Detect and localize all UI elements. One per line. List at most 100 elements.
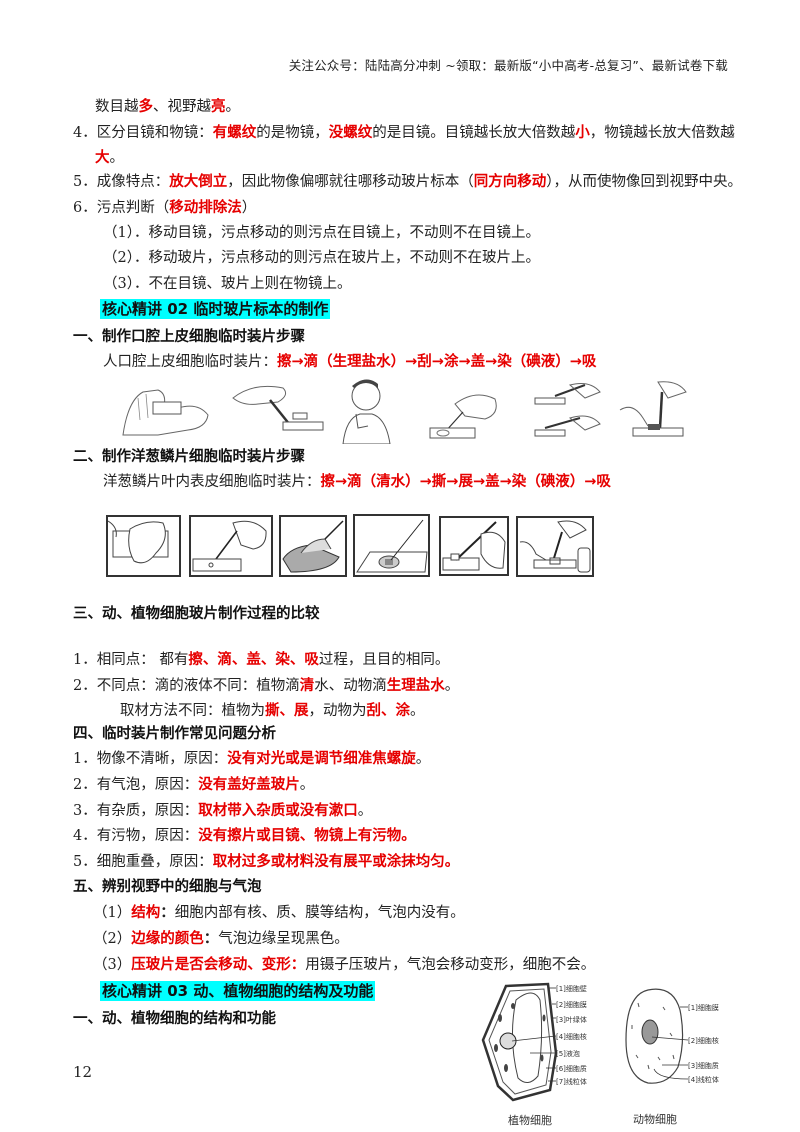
text: ） bbox=[241, 200, 257, 216]
item-number: 5． bbox=[73, 854, 97, 870]
text: 。 bbox=[410, 703, 425, 719]
steps-sequence: 擦→滴（生理盐水）→刮→涂→盖→染（碘液）→吸 bbox=[277, 354, 597, 370]
reason: 没有对光或是调节细准焦螺旋 bbox=[227, 751, 416, 767]
part5-heading: 五、辨别视野中的细胞与气泡 bbox=[73, 879, 262, 895]
text: 水、动物滴 bbox=[314, 678, 387, 694]
item-number: （1） bbox=[93, 905, 132, 921]
illustration-drop-saline bbox=[228, 380, 328, 442]
plant-cell-diagram: [1]细胞壁 [2]细胞膜 [3]叶绿体 [4]细胞核 [5]液泡 [6]细胞质… bbox=[478, 978, 613, 1128]
text: 过程，且目的相同。 bbox=[318, 652, 450, 668]
item-number: 1． bbox=[73, 652, 97, 668]
problem-item-1: 1．物像不清晰，原因：没有对光或是调节细准焦螺旋。 bbox=[73, 749, 430, 769]
part4-heading: 四、临时装片制作常见问题分析 bbox=[73, 726, 276, 742]
highlight: 有螺纹 bbox=[212, 125, 257, 141]
highlight: 清 bbox=[299, 678, 315, 694]
text: 、视野越 bbox=[153, 99, 211, 115]
value: 用镊子压玻片，气泡会移动变形，细胞不会。 bbox=[305, 957, 596, 973]
distinguish-item-1: （1）结构：细胞内部有核、质、膜等结构，气泡内没有。 bbox=[93, 903, 465, 923]
animal-label-cell-membrane: [1]细胞膜 bbox=[688, 1004, 719, 1012]
key: 结构 bbox=[131, 905, 161, 921]
text: ），从而使物像回到视野中央。 bbox=[546, 174, 742, 190]
animal-cell-caption: 动物细胞 bbox=[633, 1113, 677, 1126]
page-number: 12 bbox=[73, 1063, 93, 1081]
problem: 有污物，原因： bbox=[96, 828, 199, 844]
problem: 有气泡，原因： bbox=[96, 777, 199, 793]
item-number: 6． bbox=[73, 200, 97, 216]
text: 的是目镜。目镜越长放大倍数越 bbox=[372, 125, 576, 141]
illustration-spread-tissue-framed bbox=[353, 514, 430, 577]
highlight: 生理盐水 bbox=[386, 678, 445, 694]
plant-label-nucleus: [4]细胞核 bbox=[556, 1033, 587, 1041]
text: 。 bbox=[415, 751, 431, 767]
item-6: 6．污点判断（移动排除法） bbox=[73, 198, 256, 218]
item-number: 2． bbox=[73, 678, 97, 694]
highlight: 多 bbox=[138, 99, 154, 115]
text: 取材方法不同：植物为 bbox=[120, 703, 265, 719]
plant-label-cell-membrane: [2]细胞膜 bbox=[556, 1001, 587, 1009]
section-03-title: 核心精讲 03 动、植物细胞的结构及功能 bbox=[100, 981, 376, 1002]
illustration-drop-water-framed bbox=[189, 515, 273, 577]
plant-cell-caption: 植物细胞 bbox=[508, 1114, 552, 1127]
comparison-diff-material: 取材方法不同：植物为撕、展，动物为刮、涂。 bbox=[120, 701, 425, 721]
separator: ： bbox=[290, 957, 306, 973]
item-5: 5．成像特点：放大倒立，因此物像偏哪就往哪移动玻片标本（同方向移动），从而使物像… bbox=[73, 172, 742, 192]
illustration-cover-slip bbox=[530, 380, 605, 444]
key: 边缘的颜色 bbox=[131, 931, 204, 947]
sub-item-1: （1）．移动目镜，污点移动的则污点在目镜上，不动则不在目镜上。 bbox=[103, 225, 540, 241]
reason: 取材过多或材料没有展平或涂抹均匀。 bbox=[212, 854, 460, 870]
sub-item-3: （3）．不在目镜、玻片上则在物镜上。 bbox=[103, 276, 352, 292]
plant-cell-icon bbox=[481, 982, 558, 1102]
reason: 没有擦片或目镜、物镜上有污物。 bbox=[198, 828, 416, 844]
comparison-same: 1．相同点： 都有擦、滴、盖、染、吸过程，且目的相同。 bbox=[73, 650, 449, 670]
text: 数目越 bbox=[95, 99, 139, 115]
problem: 有杂质，原因： bbox=[96, 803, 199, 819]
plant-label-chloroplast: [3]叶绿体 bbox=[556, 1016, 587, 1024]
steps-label: 洋葱鳞片叶内表皮细胞临时装片： bbox=[103, 474, 321, 490]
value: 细胞内部有核、质、膜等结构，气泡内没有。 bbox=[174, 905, 465, 921]
steps-label: 人口腔上皮细胞临时装片： bbox=[103, 354, 277, 370]
animal-cell-icon bbox=[625, 988, 689, 1084]
part2-steps-line: 洋葱鳞片叶内表皮细胞临时装片：擦→滴（清水）→撕→展→盖→染（碘液）→吸 bbox=[103, 472, 611, 492]
item-number: 4． bbox=[73, 828, 97, 844]
distinguish-item-3: （3）压玻片是否会移动、变形：用镊子压玻片，气泡会移动变形，细胞不会。 bbox=[93, 955, 595, 975]
plant-label-cytoplasm: [6]细胞质 bbox=[556, 1065, 587, 1073]
text: ，物镜越长放大倍数越 bbox=[589, 125, 735, 141]
text: 区分目镜和物镜： bbox=[96, 125, 213, 141]
problem-item-2: 2．有气泡，原因：没有盖好盖玻片。 bbox=[73, 775, 314, 795]
problem: 细胞重叠，原因： bbox=[96, 854, 213, 870]
text: 污点判断（ bbox=[96, 200, 170, 216]
highlight: 亮 bbox=[211, 99, 226, 115]
text: ，动物为 bbox=[308, 703, 367, 719]
steps-sequence: 擦→滴（清水）→撕→展→盖→染（碘液）→吸 bbox=[320, 474, 611, 490]
illustration-tear-epidermis-framed bbox=[279, 515, 347, 577]
part1-steps-line: 人口腔上皮细胞临时装片：擦→滴（生理盐水）→刮→涂→盖→染（碘液）→吸 bbox=[103, 352, 596, 372]
highlight: 刮、涂 bbox=[366, 703, 411, 719]
text: 不同点：滴的液体不同：植物滴 bbox=[96, 678, 300, 694]
text: 。 bbox=[109, 150, 125, 166]
problem-item-5: 5．细胞重叠，原因：取材过多或材料没有展平或涂抹均匀。 bbox=[73, 852, 459, 872]
separator: ： bbox=[160, 905, 175, 921]
continuation-line: 数目越多、视野越亮。 bbox=[95, 97, 240, 117]
distinguish-item-2: （2）边缘的颜色：气泡边缘呈现黑色。 bbox=[93, 929, 349, 949]
item-number: 3． bbox=[73, 803, 97, 819]
animal-cell-diagram: [1]细胞膜 [2]细胞核 [3]细胞质 [4]线粒体 动物细胞 bbox=[618, 985, 748, 1126]
item-number: （3） bbox=[93, 957, 132, 973]
illustration-stain-absorb bbox=[618, 380, 688, 442]
part3-heading: 三、动、植物细胞玻片制作过程的比较 bbox=[73, 606, 320, 622]
text: 成像特点： bbox=[96, 174, 170, 190]
key: 压玻片是否会移动、变形 bbox=[131, 957, 291, 973]
highlight: 放大倒立 bbox=[169, 174, 228, 190]
highlight: 同方向移动 bbox=[473, 174, 547, 190]
part1-heading: 一、制作口腔上皮细胞临时装片步骤 bbox=[73, 329, 305, 345]
problem: 物像不清晰，原因： bbox=[96, 751, 228, 767]
plant-label-cell-wall: [1]细胞壁 bbox=[556, 985, 587, 993]
value: 气泡边缘呈现黑色。 bbox=[218, 931, 349, 947]
text: ，因此物像偏哪就往哪移动玻片标本（ bbox=[227, 174, 474, 190]
reason: 取材带入杂质或没有漱口 bbox=[198, 803, 358, 819]
highlight: 大 bbox=[95, 150, 110, 166]
comparison-diff: 2．不同点：滴的液体不同：植物滴清水、动物滴生理盐水。 bbox=[73, 676, 459, 696]
item-4: 4．区分目镜和物镜：有螺纹的是物镜，没螺纹的是目镜。目镜越长放大倍数越小，物镜越… bbox=[73, 123, 735, 143]
section-02-title: 核心精讲 02 临时玻片标本的制作 bbox=[100, 299, 331, 320]
reason: 没有盖好盖玻片 bbox=[198, 777, 300, 793]
part2-heading: 二、制作洋葱鳞片细胞临时装片步骤 bbox=[73, 449, 305, 465]
